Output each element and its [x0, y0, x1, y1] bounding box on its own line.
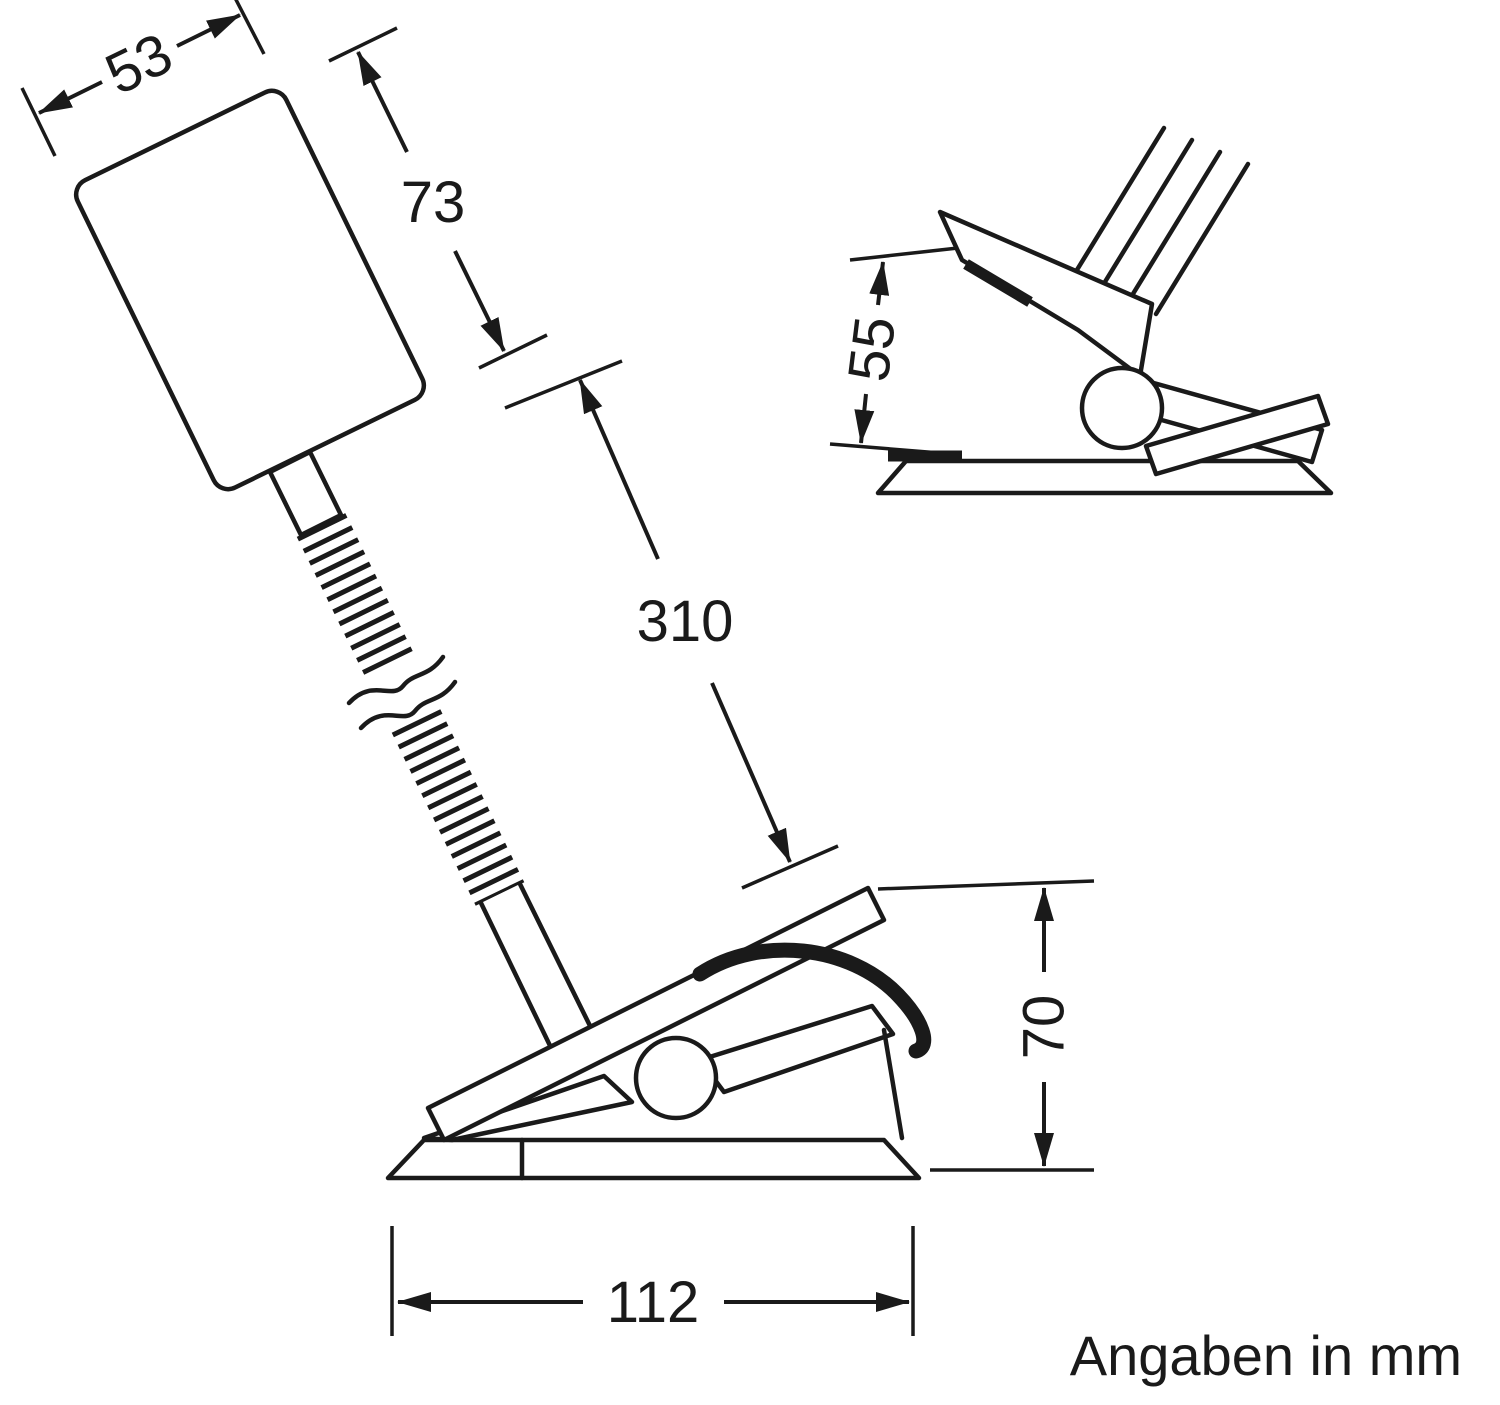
- dimension-arrow: [176, 13, 241, 48]
- extension-line: [328, 26, 398, 63]
- lamp-head-shade: [73, 88, 427, 492]
- dimension-clamp-height: 70: [877, 879, 1095, 1172]
- detail-base: [875, 458, 1334, 496]
- detail-neck-line-4: [1153, 161, 1251, 317]
- extension-line: [478, 333, 548, 370]
- extension-line: [741, 844, 839, 890]
- gooseneck-rib-section-upper: [296, 513, 414, 676]
- clamp-spring-coil: [633, 1035, 719, 1121]
- gooseneck-shaft-fill: [481, 884, 595, 1056]
- clamp-handle-edge: [881, 1027, 905, 1141]
- extension-line: [829, 442, 941, 455]
- dimension-arrow: [38, 80, 103, 115]
- gooseneck-shaft-edge-left: [478, 900, 558, 1059]
- break-line-upper: [346, 654, 446, 706]
- dimension-label-112: 112: [607, 1270, 699, 1335]
- dimension-arrow: [578, 379, 660, 560]
- dimension-head-height: 73: [328, 26, 548, 370]
- extension-line: [504, 359, 623, 410]
- dimension-label-55: 55: [836, 313, 908, 385]
- clamp-base: [385, 1137, 922, 1181]
- dimension-label-73: 73: [401, 170, 466, 235]
- detail-upper-jaw: [937, 209, 1155, 379]
- gooseneck-rib-section-lower: [391, 709, 525, 906]
- lamp-head: [73, 88, 427, 492]
- main-clamp: [385, 885, 932, 1181]
- dimension-arrow: [710, 682, 792, 863]
- dimension-arrow: [854, 393, 875, 444]
- detail-arm-lower: [1143, 393, 1331, 477]
- clamp-lower-arm-right: [697, 1003, 896, 1095]
- detail-spring-coil: [1079, 365, 1165, 451]
- break-line-lower: [358, 679, 458, 731]
- gooseneck: [267, 449, 598, 1059]
- extension-line: [849, 246, 959, 262]
- dimension-arrow: [453, 250, 506, 352]
- dimension-neck-length: 310: [504, 359, 839, 890]
- detail-neck-line-2: [1097, 137, 1195, 293]
- dimension-arrow: [356, 51, 409, 153]
- gooseneck-shaft-edge-right: [517, 881, 598, 1039]
- detail-neck-line-1: [1069, 125, 1167, 281]
- dimension-jaw-opening: 55: [829, 246, 959, 455]
- dimension-base-length: 112: [390, 1226, 915, 1336]
- detail-neck-line-3: [1125, 149, 1223, 305]
- dimension-label-70: 70: [1012, 995, 1077, 1060]
- dimension-label-53: 53: [96, 21, 182, 108]
- dimension-arrow: [869, 261, 890, 306]
- extension-line: [234, 0, 266, 55]
- detail-upper-jaw-pad: [963, 259, 1033, 307]
- clamp-detail-view: [875, 125, 1334, 496]
- power-cable: [692, 942, 932, 1059]
- extension-line: [20, 87, 57, 157]
- extension-line: [877, 879, 1095, 891]
- dimension-label-310: 310: [637, 589, 734, 654]
- units-caption: Angaben in mm: [1070, 1324, 1462, 1387]
